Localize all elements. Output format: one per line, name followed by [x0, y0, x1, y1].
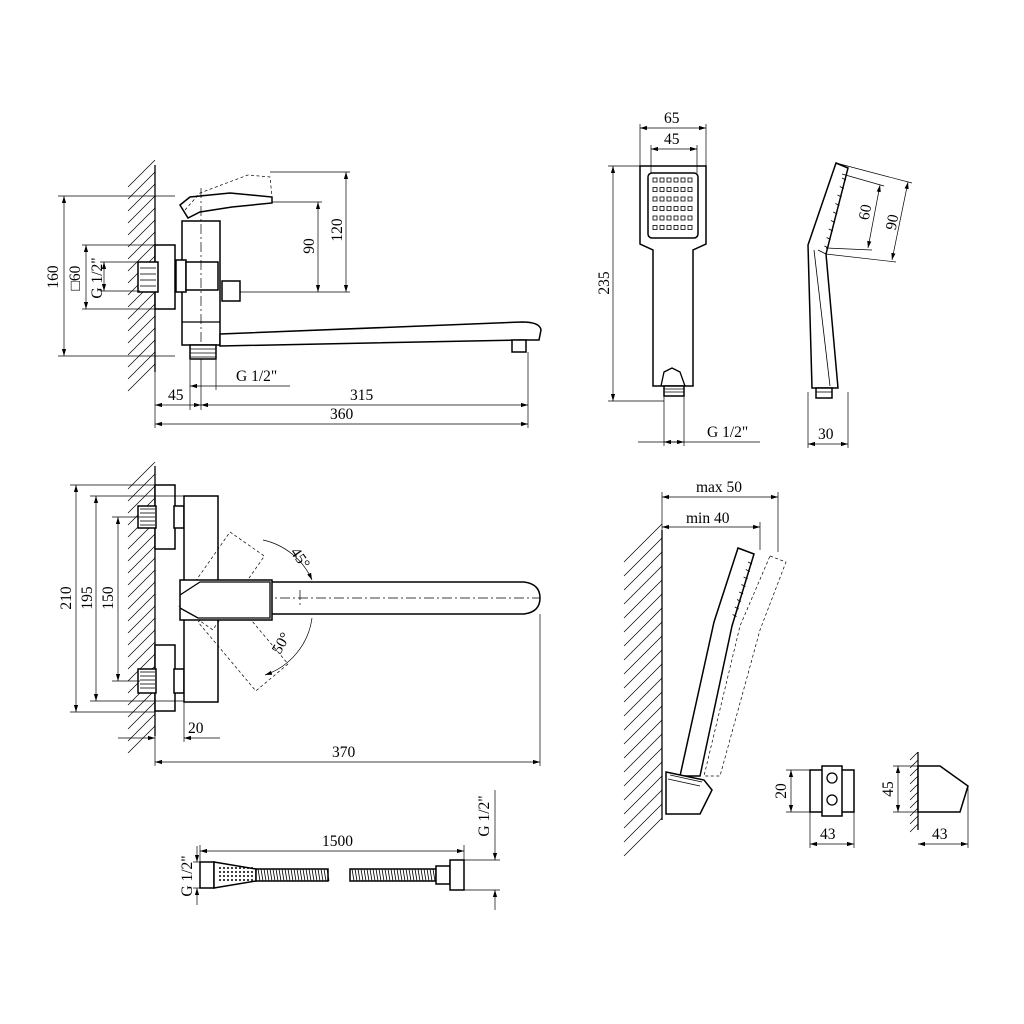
dim-20-top: 20: [188, 720, 204, 737]
dim-160: 160: [45, 265, 62, 289]
dim-hose-thread-left: G 1/2": [179, 855, 196, 896]
dim-210: 210: [58, 586, 75, 610]
dim-235: 235: [596, 271, 613, 295]
dim-43-front: 43: [820, 826, 836, 843]
dim-45-holder: 45: [880, 781, 897, 797]
dim-hose-thread-right: G 1/2": [476, 795, 493, 836]
dim-inlet-thread: G 1/2": [89, 257, 106, 298]
dim-90-side: 90: [883, 213, 902, 231]
dim-max-50: max 50: [696, 479, 742, 496]
hand-shower-front-view: 65 45 235 G 1/2": [596, 110, 760, 446]
dim-43-side: 43: [932, 826, 948, 843]
angle-45: 45°: [287, 545, 313, 573]
dim-360: 360: [330, 406, 354, 423]
mixer-side-view: 160 □60 G 1/2" 90 120 G 1/2" 45 315 360: [45, 159, 542, 428]
dim-square-60: □60: [67, 265, 84, 290]
dim-min-40: min 40: [686, 510, 730, 527]
dim-370: 370: [332, 744, 356, 761]
hose-view: 1500 G 1/2" G 1/2": [179, 790, 500, 910]
dim-1500: 1500: [322, 833, 353, 850]
dim-45: 45: [168, 387, 184, 404]
dim-30: 30: [818, 426, 834, 443]
hand-shower-side-view: 60 90 30: [807, 161, 913, 448]
wall-hatch: [127, 159, 156, 392]
mixer-top-view: 45° 50° 210 195 150 20 370: [58, 461, 541, 766]
dim-20-holder: 20: [773, 783, 790, 799]
dim-45-shower: 45: [664, 131, 680, 148]
angle-50: 50°: [269, 630, 295, 657]
dim-315: 315: [350, 387, 374, 404]
dim-90: 90: [301, 238, 318, 254]
dim-120: 120: [329, 218, 346, 242]
holder-view: max 50 min 40 20 43 45 43: [623, 479, 969, 857]
dim-60-side: 60: [856, 203, 875, 221]
dim-195: 195: [79, 586, 96, 610]
dim-outlet-thread: G 1/2": [236, 368, 277, 385]
dim-shower-thread: G 1/2": [707, 424, 748, 441]
dim-65: 65: [664, 110, 680, 127]
dim-150: 150: [100, 586, 117, 610]
